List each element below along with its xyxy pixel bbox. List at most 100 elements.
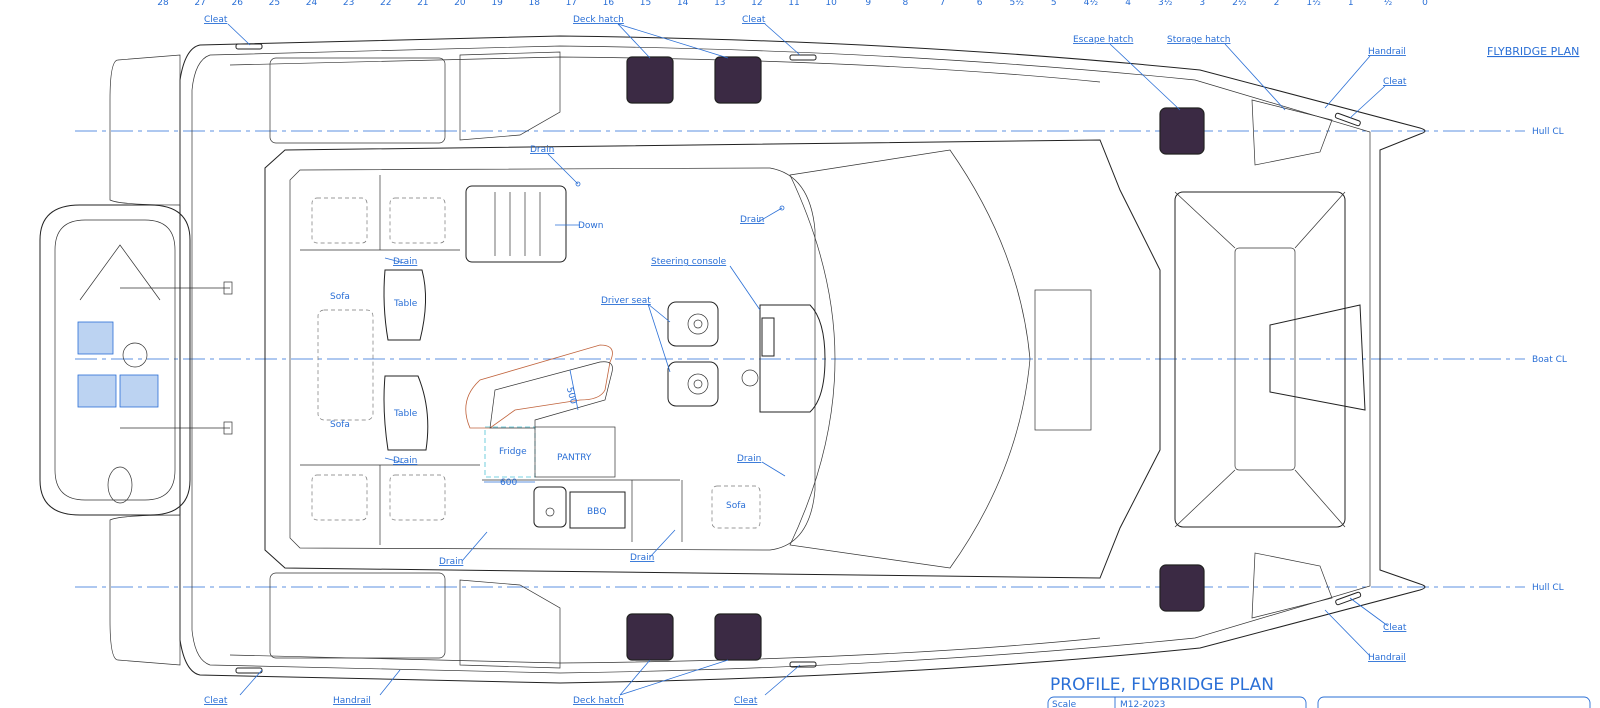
frame-number: 11 (788, 0, 799, 8)
aft-seating (300, 175, 480, 545)
frame-number: 14 (677, 0, 689, 8)
frame-number: 9 (865, 0, 871, 8)
drawing-title: PROFILE, FLYBRIDGE PLAN (1050, 675, 1274, 695)
frame-number: 0 (1422, 0, 1428, 8)
frame-number: 1½ (1306, 0, 1321, 8)
frame-number: 7 (940, 0, 946, 8)
cleat-aft-top (235, 43, 263, 50)
label-sofa-1: Sofa (330, 292, 350, 302)
tender-dinghy (39, 204, 233, 516)
stern-step-top (109, 54, 181, 206)
frame-number: 19 (491, 0, 503, 8)
label-handrail-top: Handrail (1368, 47, 1406, 57)
flybridge-plan-title: FLYBRIDGE PLAN (1487, 45, 1579, 58)
frame-number: 25 (269, 0, 280, 8)
cleat-aft-bottom (235, 667, 263, 674)
label-cleat-mid-bottom: Cleat (734, 696, 758, 706)
frame-number: 4½ (1084, 0, 1099, 8)
stairs-down (465, 185, 567, 263)
escape-hatch-bottom (1159, 564, 1205, 612)
frame-number: 4 (1125, 0, 1131, 8)
label-fridge: Fridge (499, 447, 527, 457)
hull-cl-top-label: Hull CL (1532, 127, 1564, 137)
helm-station (667, 301, 826, 413)
label-drain-6: Drain (439, 557, 463, 567)
frame-number: 10 (825, 0, 837, 8)
frame-number: 8 (903, 0, 909, 8)
aft-stair-bottom (459, 579, 561, 669)
hull-outline (179, 35, 1426, 684)
label-drain-7: Drain (630, 553, 654, 563)
hull-inner-outline (191, 45, 1371, 674)
tender-seat-pattern-3-icon (119, 374, 159, 408)
deck-hatch-1 (626, 56, 674, 104)
frame-number: 26 (231, 0, 243, 8)
label-escape-hatch: Escape hatch (1073, 35, 1133, 45)
frame-number: 27 (194, 0, 205, 8)
frame-number: 23 (343, 0, 354, 8)
title-block-right (1317, 696, 1591, 708)
label-sofa-3: Sofa (726, 501, 746, 511)
annotation-leaders (227, 23, 1389, 696)
deck-hatch-2 (714, 56, 762, 104)
stern-step-bottom (109, 514, 181, 666)
label-pantry: PANTRY (557, 453, 592, 463)
label-sofa-2: Sofa (330, 420, 350, 430)
label-cleat-bow-top: Cleat (1383, 77, 1407, 87)
label-drain-2: Drain (740, 215, 764, 225)
frame-number: 20 (454, 0, 466, 8)
label-cleat-aft-top: Cleat (204, 15, 228, 25)
storage-hatch-bottom (1251, 552, 1333, 619)
label-driver-seat: Driver seat (601, 296, 651, 306)
frame-number: 18 (528, 0, 540, 8)
tender-seat-pattern-1-icon (77, 321, 114, 355)
title-block-scale: Scale (1052, 700, 1077, 708)
side-deck-line-bottom (229, 637, 1101, 664)
aft-deck-lounge-bottom (269, 572, 446, 659)
label-down: Down (578, 221, 604, 231)
pantry-galley (465, 344, 761, 542)
hardtop-outline (789, 149, 1031, 569)
label-drain-4: Drain (393, 456, 417, 466)
steering-wheel-icon (741, 369, 759, 387)
skylight-panel (1034, 289, 1092, 431)
frame-number: 16 (603, 0, 615, 8)
tender-seat-pattern-2-icon (77, 374, 117, 408)
label-steering-console: Steering console (651, 257, 727, 267)
escape-hatch-top (1159, 107, 1205, 155)
label-cleat-aft-bottom: Cleat (204, 696, 228, 706)
label-deck-hatch-bottom: Deck hatch (573, 696, 624, 706)
label-bbq: BBQ (587, 507, 606, 517)
label-handrail-bottom: Handrail (1368, 653, 1406, 663)
deck-hatch-4 (714, 613, 762, 661)
label-handrail-aft: Handrail (333, 696, 371, 706)
frame-number: 21 (417, 0, 428, 8)
frame-number: 24 (306, 0, 318, 8)
boat-cl-label: Boat CL (1532, 355, 1567, 365)
label-cleat-bow-bottom: Cleat (1383, 623, 1407, 633)
label-deck-hatch-top: Deck hatch (573, 15, 624, 25)
frame-number: 22 (380, 0, 391, 8)
frame-number: 5½ (1009, 0, 1024, 8)
frame-number: 1 (1348, 0, 1354, 8)
frame-number: 17 (566, 0, 577, 8)
table-bottom (383, 375, 429, 451)
frame-number: ½ (1384, 0, 1393, 8)
label-drain-1: Drain (530, 145, 554, 155)
cleat-bow-bottom (1335, 591, 1362, 606)
steering-console-shape (759, 304, 826, 413)
cleat-bow-top (1334, 112, 1361, 127)
frame-number: 3½ (1158, 0, 1173, 8)
label-drain-5: Drain (737, 454, 761, 464)
frame-number: 13 (714, 0, 725, 8)
deck-hatch-3 (626, 613, 674, 661)
label-dim-500: 500 (564, 386, 578, 405)
frame-number: 15 (640, 0, 651, 8)
frame-number: 28 (157, 0, 169, 8)
frame-number: 5 (1051, 0, 1057, 8)
label-cleat-mid-top: Cleat (742, 15, 766, 25)
label-storage-hatch: Storage hatch (1167, 35, 1230, 45)
label-dim-600: 600 (500, 478, 517, 488)
